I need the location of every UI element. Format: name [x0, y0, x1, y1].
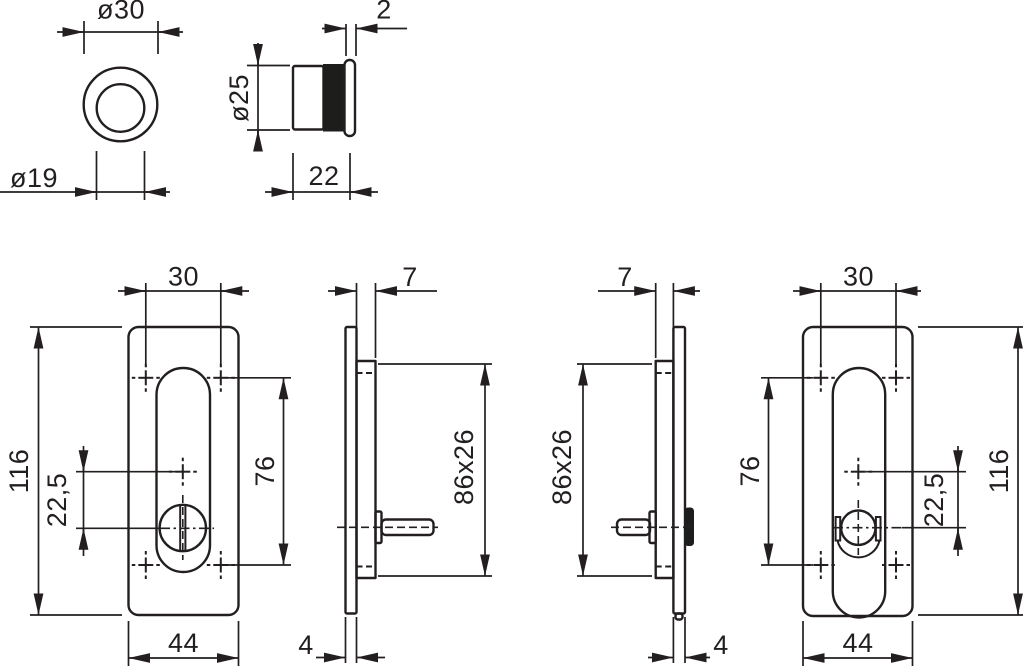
dim-label-turn-offset: 22,5	[42, 473, 72, 528]
plate-front-left-view: 30 116 22,5 76 44	[4, 262, 291, 666]
dim-recess-depth	[328, 283, 437, 358]
dim-hole-spacing	[118, 283, 249, 367]
dim-turn-offset	[866, 446, 966, 556]
dim-label-outer-diameter: ø30	[97, 0, 145, 25]
dim-label-plate-thickness: 4	[713, 630, 729, 660]
thumbturn-base-arc	[836, 540, 881, 559]
plate-side-right-view: 7 86x26 4	[547, 262, 729, 663]
dim-outer-diameter	[57, 21, 183, 54]
dim-label-plate-thickness: 4	[298, 630, 314, 660]
ring-inner-circle	[95, 82, 146, 133]
dim-plate-width	[127, 621, 240, 666]
cylinder-flange	[343, 58, 357, 138]
ring-front-view: ø30 ø19	[0, 0, 183, 200]
plate-front-right-view: 30 116 22,5 76 44	[735, 262, 1023, 666]
recess-housing	[355, 359, 377, 580]
dim-label-hole-spacing: 30	[843, 262, 874, 292]
dim-hole-pitch	[761, 376, 813, 566]
dim-plate-height	[30, 326, 122, 616]
dim-label-inner-diameter: ø19	[10, 163, 58, 193]
dim-plate-width	[802, 621, 914, 666]
dim-label-turn-offset: 22,5	[919, 473, 949, 528]
spindle-shaft	[615, 518, 652, 537]
recess-housing	[654, 359, 675, 580]
cover-lip	[674, 612, 684, 621]
dim-plate-height	[918, 326, 1023, 616]
dim-recess-cutout	[577, 363, 652, 577]
faceplate-profile	[344, 325, 358, 615]
dim-label-recess-cutout: 86x26	[449, 429, 479, 505]
dim-label-recess-cutout: 86x26	[547, 429, 577, 505]
dim-turn-offset	[76, 446, 176, 556]
dim-collar-thickness	[322, 23, 407, 56]
dim-recess-depth	[598, 283, 700, 358]
dim-label-collar: 2	[376, 0, 392, 25]
faceplate-profile	[672, 325, 687, 615]
dim-hole-pitch	[228, 376, 291, 566]
dim-label-plate-width: 44	[168, 628, 199, 658]
cylinder-body	[291, 64, 325, 131]
dim-label-plate-height: 116	[984, 449, 1014, 494]
dim-plate-thickness	[648, 617, 710, 663]
ring-outer-circle	[82, 66, 159, 143]
plate-side-left-view: 7 86x26 4	[298, 262, 492, 663]
dim-label-recess-depth: 7	[617, 262, 633, 292]
dim-hole-spacing	[793, 283, 921, 367]
dim-label-cylinder-diameter: ø25	[224, 74, 254, 122]
dim-cylinder-length	[265, 153, 378, 200]
dim-label-hole-pitch: 76	[735, 455, 765, 486]
thumbturn-tab-left	[834, 516, 842, 542]
recess-oval	[155, 366, 212, 574]
dim-label-recess-depth: 7	[402, 262, 418, 292]
dim-recess-cutout	[378, 363, 492, 577]
dim-plate-thickness	[316, 617, 385, 663]
dim-cylinder-diameter	[247, 43, 290, 152]
recess-oval	[831, 366, 887, 619]
dim-label-hole-spacing: 30	[168, 262, 199, 292]
dim-label-cylinder-length: 22	[308, 161, 339, 191]
dim-label-plate-height: 116	[4, 449, 34, 494]
cylinder-side-view: 2 ø25 22	[224, 0, 407, 200]
thumbturn-tab-right	[874, 516, 882, 542]
dim-inner-diameter	[0, 151, 170, 200]
dim-label-plate-width: 44	[842, 628, 873, 658]
dim-label-hole-pitch: 76	[250, 455, 280, 486]
cylinder-dark-section	[323, 64, 346, 132]
